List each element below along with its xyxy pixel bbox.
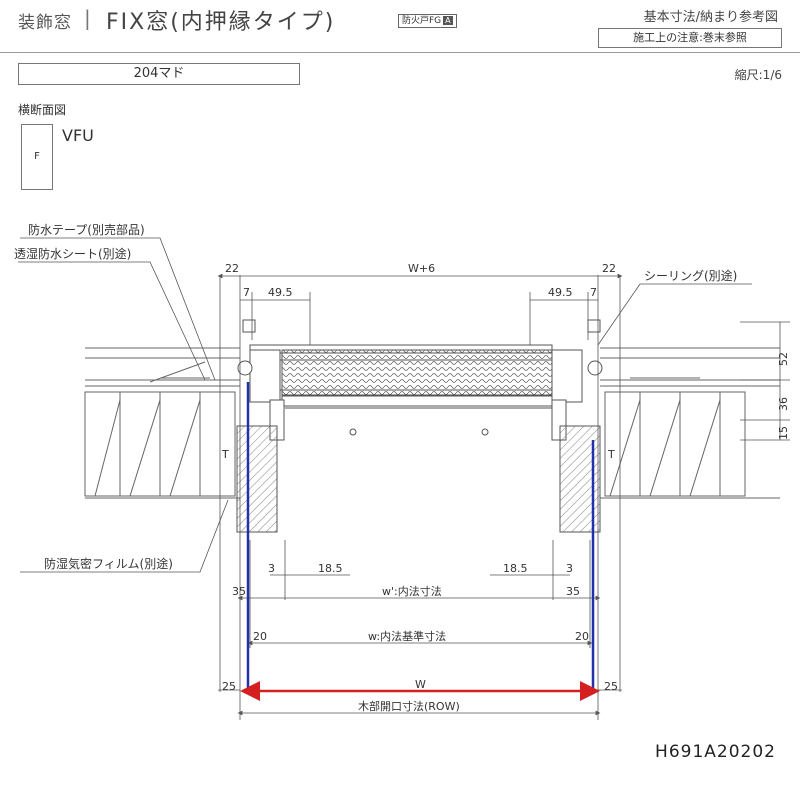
callout-vapor-film: 防湿気密フィルム(別途) (44, 556, 173, 571)
dim-35-right: 35 (566, 585, 580, 598)
fire-door-badge-mark: A (443, 16, 453, 25)
window-frame (237, 319, 603, 441)
callout-moisture-sheet: 透湿防水シート(別途) (14, 246, 131, 261)
jamb-sections (236, 425, 601, 533)
dimension-lines (18, 237, 790, 720)
callout-sealing: シーリング(別途) (644, 268, 737, 283)
callout-waterproof-tape: 防水テープ(別売部品) (28, 222, 145, 237)
header-separator: | (84, 6, 91, 30)
dim-t-left: T (221, 448, 229, 461)
dim-35-left: 35 (232, 585, 246, 598)
construction-note: 施工上の注意:巻末参照 (598, 28, 782, 48)
section-label: 横断面図 (18, 103, 67, 117)
dim-18-5-left: 18.5 (318, 562, 343, 575)
scale-label: 縮尺:1/6 (734, 68, 782, 82)
dim-7-left: 7 (243, 286, 250, 299)
model-name: VFU (62, 126, 94, 145)
dim-18-5-right: 18.5 (503, 562, 528, 575)
right-wall (600, 347, 780, 499)
dim-15: 15 (777, 426, 790, 440)
dim-49-5-left: 49.5 (268, 286, 293, 299)
dim-7-right: 7 (590, 286, 597, 299)
dim-25-left: 25 (222, 680, 236, 693)
header-divider (0, 52, 800, 53)
f-box: F (21, 124, 53, 190)
drawing-type-title: 基本寸法/納まり参考図 (643, 10, 778, 25)
dim-20-left: 20 (253, 630, 267, 643)
dim-25-right: 25 (604, 680, 618, 693)
dim-row: 木部開口寸法(ROW) (358, 699, 460, 713)
dim-20-right: 20 (575, 630, 589, 643)
page-title: FIX窓(内押縁タイプ) (106, 10, 336, 35)
dim-49-5-right: 49.5 (548, 286, 573, 299)
dim-inner-w: w':内法寸法 (382, 584, 442, 598)
dim-22-right: 22 (602, 262, 616, 275)
drawing-code: H691A20202 (655, 742, 776, 762)
left-wall (84, 347, 240, 499)
dim-3-left: 3 (268, 562, 275, 575)
dim-22-left: 22 (225, 262, 239, 275)
dim-w-plus-6: W+6 (408, 262, 435, 275)
dim-inner-ref-w: w:内法基準寸法 (368, 629, 446, 643)
header-category: 装飾窓 (18, 13, 72, 33)
dim-36: 36 (777, 397, 790, 411)
dim-3-right: 3 (566, 562, 573, 575)
dim-52: 52 (777, 352, 790, 366)
fire-door-badge-text: 防火戸FG (402, 16, 442, 26)
dim-t-right: T (607, 448, 615, 461)
dim-big-w: W (415, 678, 426, 691)
series-label: 204マド (18, 63, 300, 85)
